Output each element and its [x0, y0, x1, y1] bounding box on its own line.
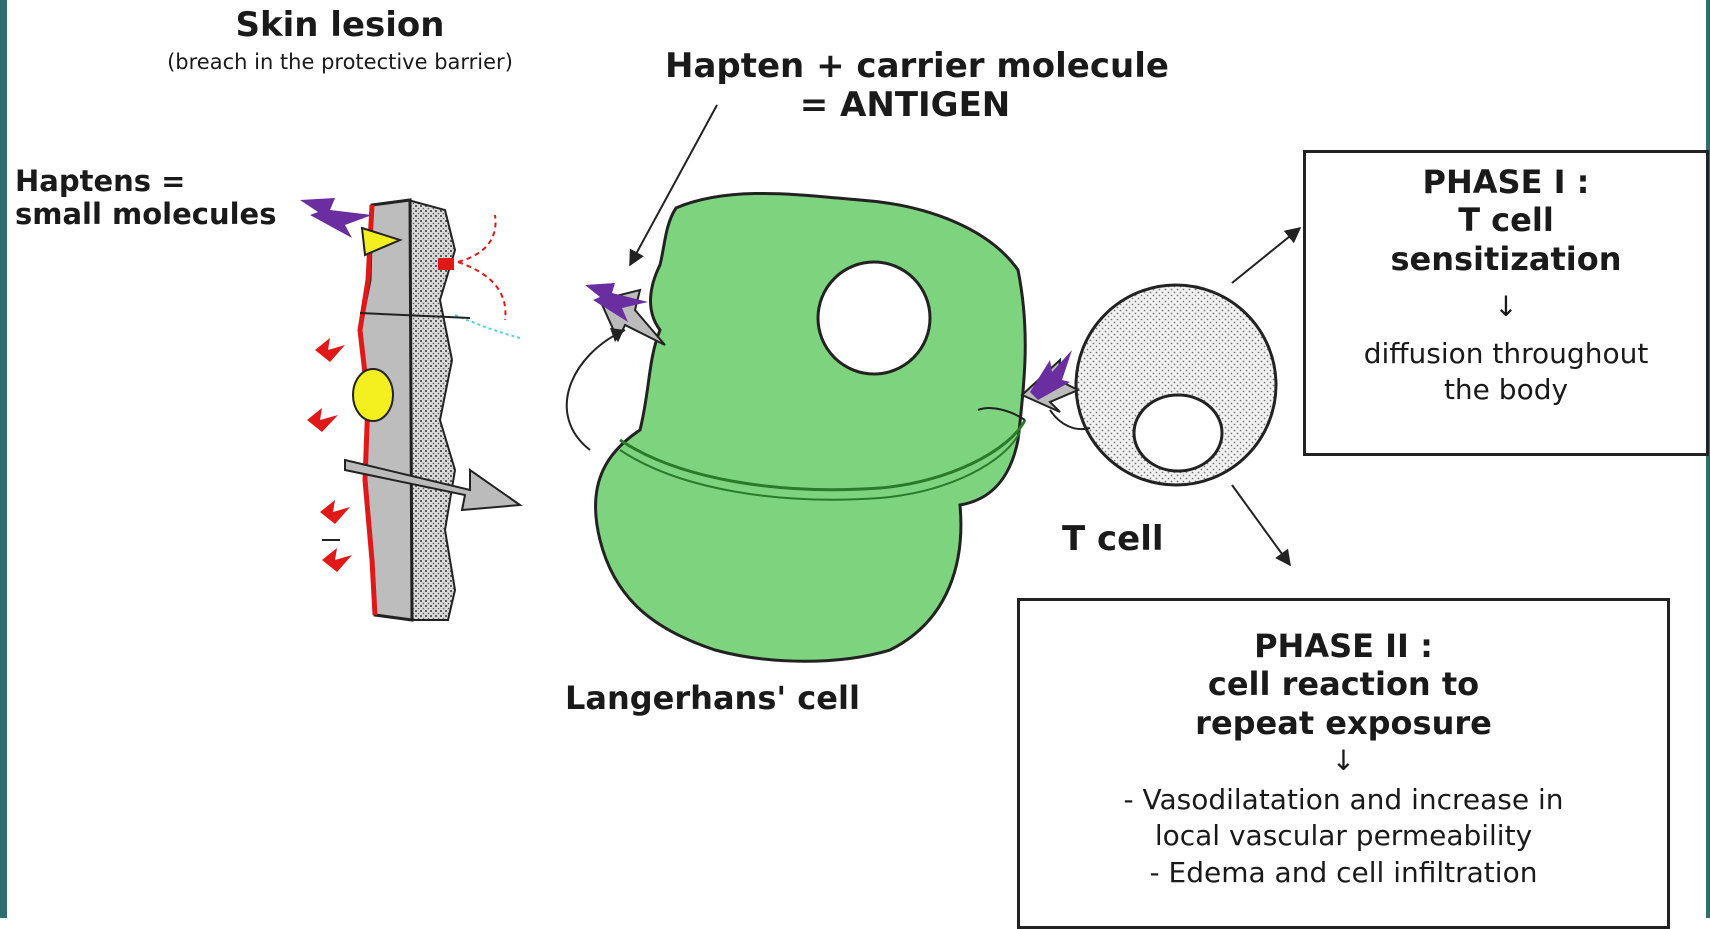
phase1-title-line3: sensitization — [1306, 240, 1706, 278]
phase2-title-line1: PHASE II : — [1020, 627, 1667, 665]
antigen-label: Hapten + carrier molecule= ANTIGEN — [665, 47, 1145, 125]
skin-lesion-title: Skin lesion — [205, 6, 475, 45]
curved-arrow-left — [567, 330, 625, 450]
langerhans-cell-body — [596, 193, 1026, 661]
langerhans-nucleus — [818, 262, 930, 374]
phase1-title-line2: T cell — [1306, 201, 1706, 239]
phase1-box: PHASE I : T cell sensitization ↓ diffusi… — [1303, 150, 1709, 456]
lesion-mark-1 — [315, 338, 345, 362]
t-cell — [1022, 285, 1276, 485]
haptens-label: Haptens =small molecules — [15, 165, 276, 232]
antigen-label-line2: = ANTIGEN — [665, 86, 1145, 125]
antigen-label-line1: Hapten + carrier molecule — [665, 47, 1145, 86]
red-dashed-line — [458, 215, 505, 320]
lesion-mark-3 — [320, 500, 350, 524]
phase2-text-line3: - Edema and cell infiltration — [1020, 855, 1667, 891]
phase2-text-line1: - Vasodilatation and increase in — [1020, 782, 1667, 818]
phase2-text-line2: local vascular permeability — [1020, 818, 1667, 854]
phase1-text-line1: diffusion throughout — [1306, 336, 1706, 372]
red-marker — [438, 258, 454, 270]
t-cell-label: T cell — [1062, 520, 1164, 559]
phase2-box: PHASE II : cell reaction to repeat expos… — [1017, 598, 1670, 929]
haptens-label-line1: Haptens = — [15, 165, 276, 198]
lesion-mark-4 — [322, 548, 352, 572]
hapten-bolt-1 — [300, 198, 372, 238]
t-cell-nucleus — [1134, 395, 1222, 471]
arrow-to-phase1 — [1232, 228, 1300, 283]
yellow-blob — [353, 369, 393, 421]
phase1-text-line2: the body — [1306, 372, 1706, 408]
phase2-title-line2: cell reaction to — [1020, 665, 1667, 703]
arrow-to-phase2 — [1232, 485, 1290, 565]
haptens-label-line2: small molecules — [15, 198, 276, 231]
phase2-title-line3: repeat exposure — [1020, 704, 1667, 742]
phase2-down-arrow-icon: ↓ — [1020, 744, 1667, 778]
langerhans-cell — [567, 193, 1025, 661]
skin-section — [300, 198, 520, 620]
phase1-down-arrow-icon: ↓ — [1306, 290, 1706, 324]
langerhans-label: Langerhans' cell — [565, 680, 860, 717]
skin-lesion-subtitle: (breach in the protective barrier) — [110, 50, 570, 74]
phase1-title-line1: PHASE I : — [1306, 163, 1706, 201]
lesion-mark-2 — [307, 408, 338, 432]
